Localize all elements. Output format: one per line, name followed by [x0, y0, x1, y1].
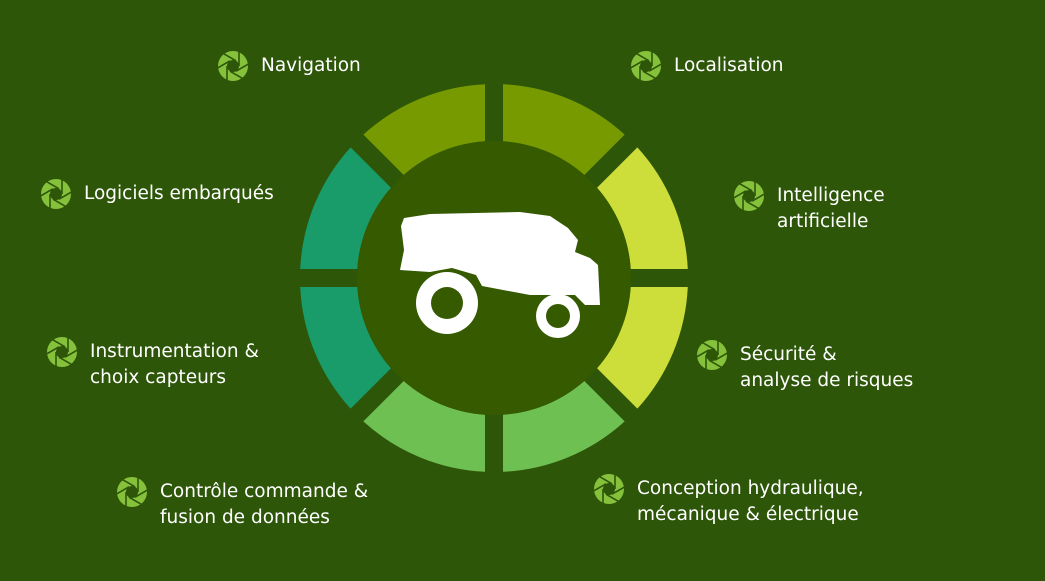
item-securite: Sécurité & analyse de risques	[696, 340, 914, 394]
wheel-segment	[597, 147, 688, 270]
aperture-icon	[217, 51, 249, 81]
aperture-icon	[733, 181, 765, 211]
item-instrumentation: Instrumentation & choix capteurs	[46, 337, 259, 391]
item-localisation: Localisation	[630, 51, 784, 82]
item-label: Contrôle commande & fusion de données	[160, 481, 369, 528]
item-conception: Conception hydraulique, mécanique & élec…	[593, 474, 864, 528]
item-label: Navigation	[261, 55, 361, 76]
wheel-segment	[300, 286, 391, 409]
wheel-segment	[300, 147, 391, 270]
item-label: Sécurité & analyse de risques	[740, 344, 914, 391]
wheel-segment	[502, 84, 625, 175]
aperture-icon	[696, 340, 728, 370]
item-label: Intelligence artificielle	[777, 185, 885, 232]
item-label: Instrumentation & choix capteurs	[90, 341, 259, 388]
wheel-segment	[363, 84, 486, 175]
aperture-icon	[116, 477, 148, 507]
item-label: Localisation	[674, 55, 784, 76]
item-intelligence-artificielle: Intelligence artificielle	[733, 181, 885, 235]
tractor-icon	[400, 212, 600, 338]
item-navigation: Navigation	[217, 51, 361, 82]
wheel-segment	[597, 286, 688, 409]
item-controle-commande: Contrôle commande & fusion de données	[116, 477, 369, 531]
item-label: Conception hydraulique, mécanique & élec…	[637, 478, 864, 525]
wheel-segment	[502, 381, 625, 472]
wheel-segment	[363, 381, 486, 472]
item-label: Logiciels embarqués	[84, 183, 274, 204]
item-logiciels-embarques: Logiciels embarqués	[40, 179, 274, 210]
aperture-icon	[593, 474, 625, 504]
aperture-icon	[46, 337, 78, 367]
aperture-icon	[630, 51, 662, 81]
aperture-icon	[40, 179, 72, 209]
